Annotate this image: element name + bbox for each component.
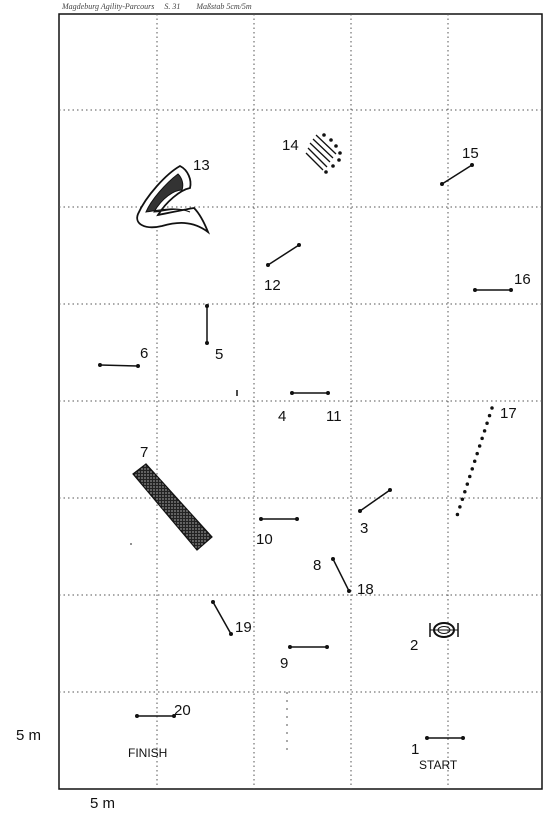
obstacle-11-number: 11 xyxy=(326,408,342,425)
obstacle-3-number: 3 xyxy=(360,520,368,537)
header-caption: Magdeburg Agility-Parcours S. 31 Maßstab… xyxy=(62,2,252,11)
obstacle-7-plank xyxy=(132,463,213,551)
obstacle-7-number: 7 xyxy=(140,444,148,461)
obstacle-3-jump xyxy=(358,488,392,513)
obstacle-10-jump xyxy=(259,517,299,521)
vertical-scale-label: 5 m xyxy=(16,727,42,744)
obstacle-18-number: 18 xyxy=(357,581,374,598)
obstacle-19-jump xyxy=(211,600,233,636)
obstacle-15-number: 15 xyxy=(462,145,479,162)
header-mid: S. 31 xyxy=(164,2,181,11)
obstacle-6-number: 6 xyxy=(140,345,148,362)
start-label: START xyxy=(419,758,458,772)
obstacle-17-line xyxy=(453,406,494,524)
obstacle-1-number: 1 xyxy=(411,741,419,758)
finish-label: FINISH xyxy=(128,746,167,760)
obstacle-14-weave xyxy=(305,133,342,174)
obstacle-6-jump xyxy=(98,363,140,368)
obstacle-5-jump xyxy=(205,304,209,345)
grid xyxy=(59,14,542,789)
stray-mark xyxy=(130,543,132,545)
obstacle-20-jump xyxy=(135,714,176,718)
obstacle-5-number: 5 xyxy=(215,346,223,363)
obstacle-12-jump xyxy=(266,243,301,267)
obstacle-8-number: 8 xyxy=(313,557,321,574)
horizontal-scale-label: 5 m xyxy=(90,795,116,812)
obstacle-8-18-jump xyxy=(331,557,351,593)
obstacle-10-number: 10 xyxy=(256,531,273,548)
obstacle-9-number: 9 xyxy=(280,655,288,672)
obstacle-2-tire xyxy=(429,622,459,638)
obstacle-4-11-jump xyxy=(290,391,330,395)
obstacle-16-number: 16 xyxy=(514,271,531,288)
obstacle-13-tunnel xyxy=(136,164,211,235)
obstacle-14-number: 14 xyxy=(282,137,299,154)
obstacle-12-number: 12 xyxy=(264,277,281,294)
obstacle-2-number: 2 xyxy=(410,637,418,654)
obstacle-13-number: 13 xyxy=(193,157,210,174)
obstacle-1-jump xyxy=(425,736,465,740)
obstacle-19-number: 19 xyxy=(235,619,252,636)
obstacle-4-number: 4 xyxy=(278,408,286,425)
header-left: Magdeburg Agility-Parcours xyxy=(62,2,155,11)
obstacle-16-jump xyxy=(473,288,513,292)
obstacle-15-jump xyxy=(440,163,474,186)
obstacle-9-jump xyxy=(288,645,329,649)
obstacle-17-number: 17 xyxy=(500,405,517,422)
obstacle-20-number: 20 xyxy=(174,702,191,719)
header-right: Maßstab 5cm/5m xyxy=(196,2,252,11)
